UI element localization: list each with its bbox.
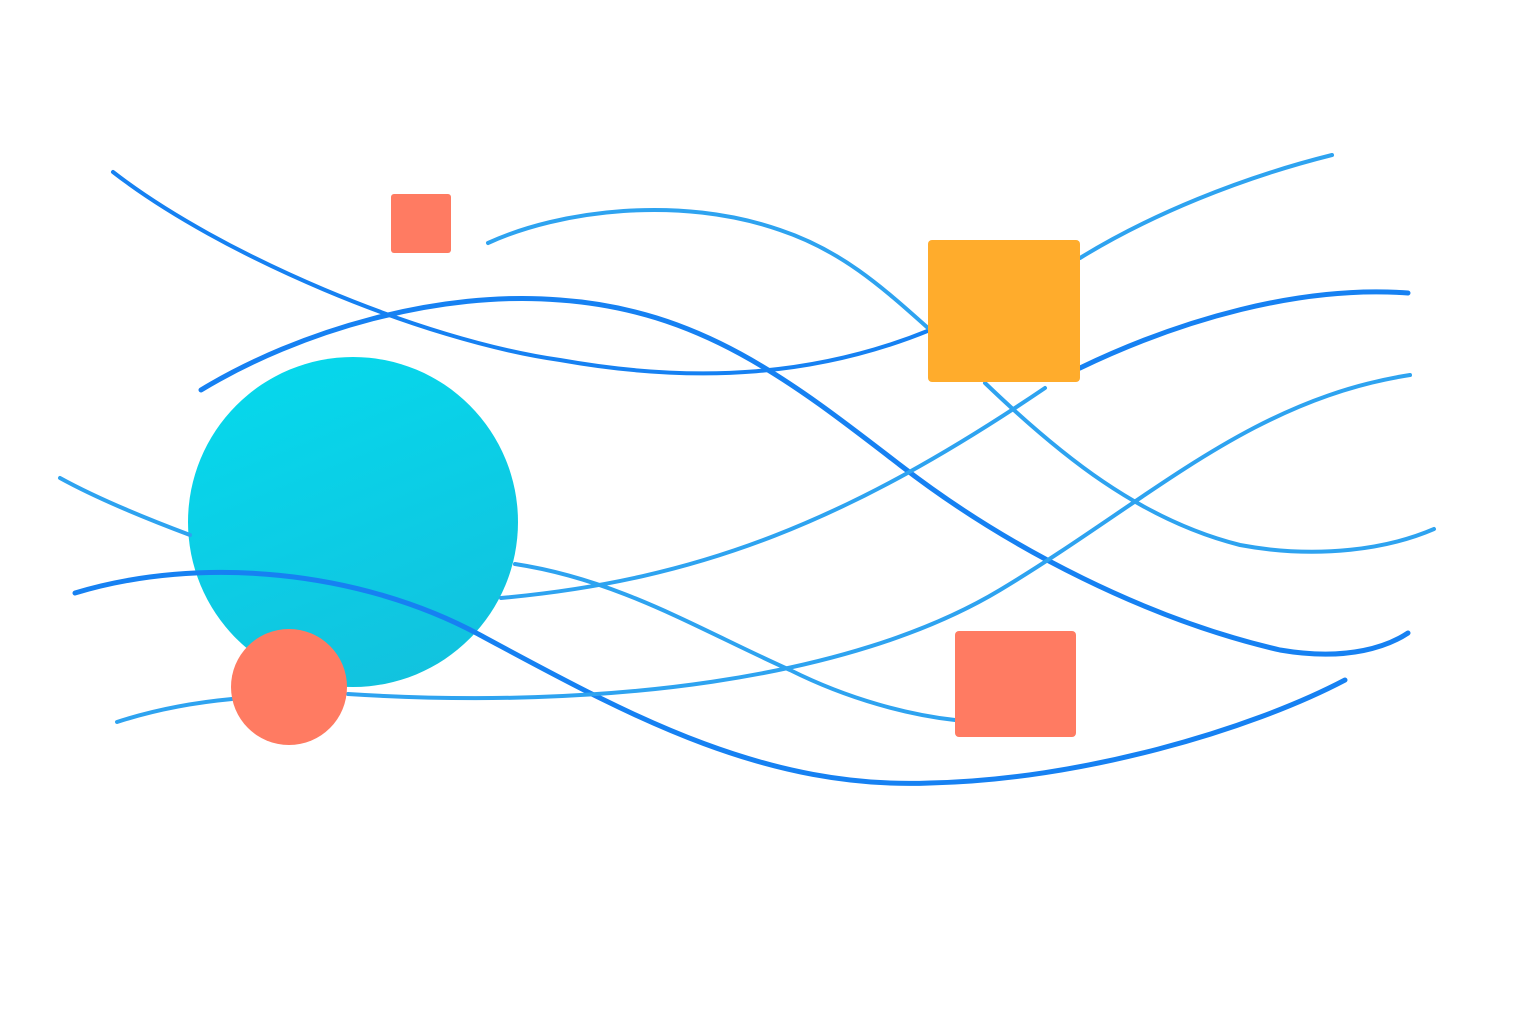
wave-line-8: [58, 476, 192, 537]
wave-lines: [58, 153, 1436, 786]
coral-square: [955, 631, 1076, 737]
wave-line-10: [72, 569, 1348, 786]
wave-line-3: [1078, 153, 1334, 260]
wave-line-4: [198, 295, 1411, 657]
wave-line-12: [115, 697, 234, 724]
wave-line-5: [1077, 289, 1411, 371]
wave-line-11: [346, 373, 1412, 701]
wave-line-7: [983, 381, 1436, 554]
wave-line-6: [499, 386, 1047, 600]
small-coral-square: [391, 194, 451, 253]
coral-circle: [231, 629, 347, 745]
wave-line-1: [111, 170, 932, 376]
cyan-circle: [188, 357, 518, 687]
amber-square: [928, 240, 1080, 382]
wave-line-2: [486, 207, 930, 330]
wave-line-9: [513, 562, 957, 722]
